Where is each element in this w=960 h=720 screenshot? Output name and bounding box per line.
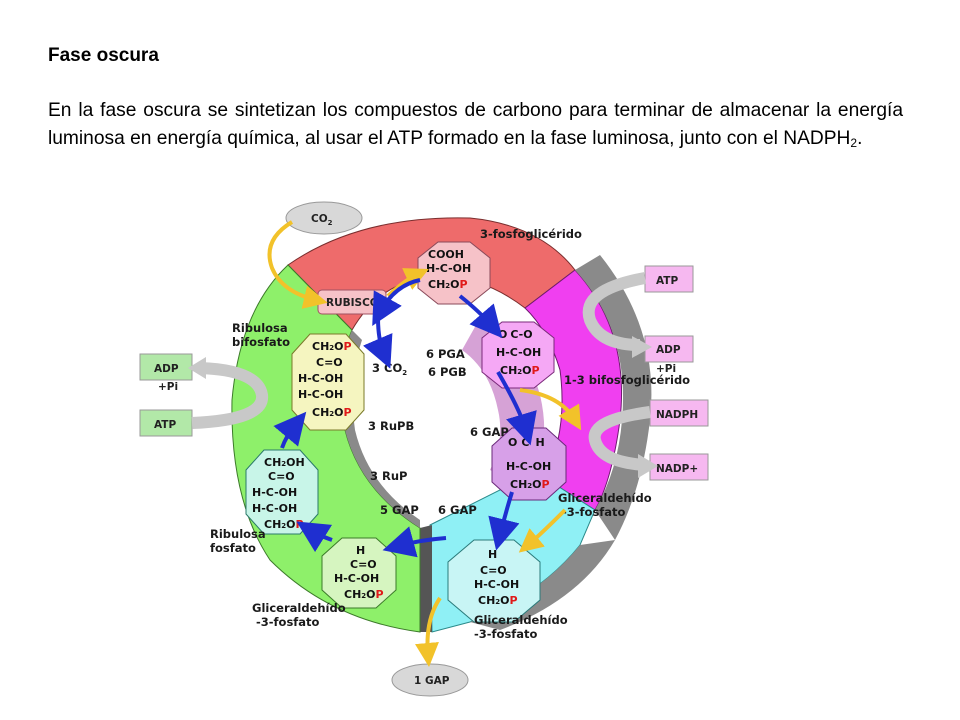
adp-right-label: ADP [656, 344, 681, 356]
label-3-fosfoglicerido: 3-fosfoglicérido [480, 227, 582, 241]
label-6-gap: 6 GAP [470, 425, 509, 439]
nadp-label: NADP+ [656, 463, 698, 475]
yellow-arrow-2 [518, 508, 567, 553]
blue-arrow-2 [362, 317, 393, 369]
paragraph-text: En la fase oscura se sintetizan los comp… [48, 100, 903, 149]
label-3-rup: 3 RuP [370, 469, 407, 483]
label-gliceraldehido-right-1: Gliceraldehído [558, 491, 652, 505]
mol-c-o-l2: H-C-OH [496, 346, 541, 359]
blue-arrow-6 [382, 526, 447, 558]
mol-rupb-l4: H-C-OH [298, 388, 343, 401]
mol-ald-cyan-l2: C=O [480, 564, 507, 577]
mol-ribulosa-bifosfato [291, 333, 365, 431]
label-6-pga: 6 PGA [426, 347, 465, 361]
mol-ald-pink-l2: H-C-OH [506, 460, 551, 473]
label-gliceraldehido-bottom-1: Gliceraldehído [474, 613, 568, 627]
adp-right-pi: +Pi [656, 363, 676, 375]
paragraph-subscript: 2 [850, 136, 858, 150]
label-5-gap: 5 GAP [380, 503, 419, 517]
mol-ald-pink-l3: CH2OP [510, 478, 550, 491]
mol-rup-l1: CH2OH [264, 456, 305, 469]
adp-left-pi: +Pi [158, 381, 178, 393]
mol-cooh-l1: COOH [428, 248, 464, 261]
yellow-arrow-1 [519, 388, 582, 431]
mol-ald-green-l3: H-C-OH [334, 572, 379, 585]
mol-rup-l3: H-C-OH [252, 486, 297, 499]
rubisco-label: RUBISCO [326, 297, 379, 309]
mol-gliceraldehido-pink [491, 427, 567, 501]
nadp-box [649, 453, 709, 481]
page-title: Fase oscura [48, 45, 159, 66]
atp-right-label: ATP [656, 275, 678, 287]
yellow-arrow-3 [415, 596, 442, 667]
label-ribulosa-fosfato-2: fosfato [210, 541, 256, 555]
mol-rup-l2: C=O [268, 470, 295, 483]
label-gliceraldehido-right-2: -3-fosfato [562, 505, 626, 519]
label-6-pgb: 6 PGB [428, 365, 467, 379]
mol-rupb-l5: CH2OP [312, 406, 352, 419]
blue-arrow-7 [296, 521, 333, 553]
label-6-gap-bottom: 6 GAP [438, 503, 477, 517]
atp-left-label: ATP [154, 419, 176, 431]
mol-rupb-l3: H-C-OH [298, 372, 343, 385]
gray-arrow-nadph-nadp [588, 406, 651, 471]
mol-rup-l4: H-C-OH [252, 502, 297, 515]
label-3-rupb: 3 RuPB [368, 419, 414, 433]
label-13-bifosfoglicerido: 1-3 bifosfoglicérido [564, 373, 690, 387]
mol-rupb-l2: C=O [316, 356, 343, 369]
label-gliceraldehido-bottom-2: -3-fosfato [474, 627, 538, 641]
co2-label: CO2 [311, 213, 333, 227]
adp-left-label: ADP [154, 363, 179, 375]
gray-arrow-atp-adp-left [191, 362, 269, 429]
nadph-label: NADPH [656, 409, 698, 421]
mol-ald-green-l1: H [356, 544, 365, 557]
mol-cooh-l2: H-C-OH [426, 262, 471, 275]
mol-ald-cyan-l1: H [488, 548, 497, 561]
label-ribulosa-fosfato-1: Ribulosa [210, 527, 266, 541]
label-gliceraldehido-left-2: -3-fosfato [256, 615, 320, 629]
blue-arrow-3 [458, 294, 503, 339]
mol-ald-cyan-l4: CH2OP [478, 594, 518, 607]
mol-ald-green-l4: CH2OP [344, 588, 384, 601]
blue-arrow-4 [496, 370, 537, 446]
blue-arrow-5 [488, 491, 520, 551]
blue-arrow-1 [372, 278, 421, 326]
label-3-co2: 3 CO2 [372, 361, 407, 377]
yellow-arrow-co2 [267, 220, 328, 309]
label-gliceraldehido-left-1: Gliceraldehído [252, 601, 346, 615]
co2-ellipse [285, 201, 363, 235]
atp-box-right [644, 265, 694, 293]
label-ribulosa-bifosfato-2: bifosfato [232, 335, 290, 349]
gray-divider [420, 525, 432, 632]
blue-arrow-8 [273, 411, 307, 449]
mol-ald-green-l2: C=O [350, 558, 377, 571]
mol-rupb-l1: CH2OP [312, 340, 352, 353]
label-ribulosa-bifosfato-1: Ribulosa [232, 321, 288, 335]
mol-cooh-l3: CH2OP [428, 278, 468, 291]
gray-arrow-atp-adp-right [582, 272, 647, 351]
paragraph-end: . [857, 128, 863, 149]
adp-box-left [139, 353, 193, 381]
mol-c-o-l3: CH2OP [500, 364, 540, 377]
gap-out-label: 1 GAP [414, 675, 450, 687]
mol-ald-cyan-l3: H-C-OH [474, 578, 519, 591]
intro-paragraph: En la fase oscura se sintetizan los comp… [48, 97, 903, 157]
